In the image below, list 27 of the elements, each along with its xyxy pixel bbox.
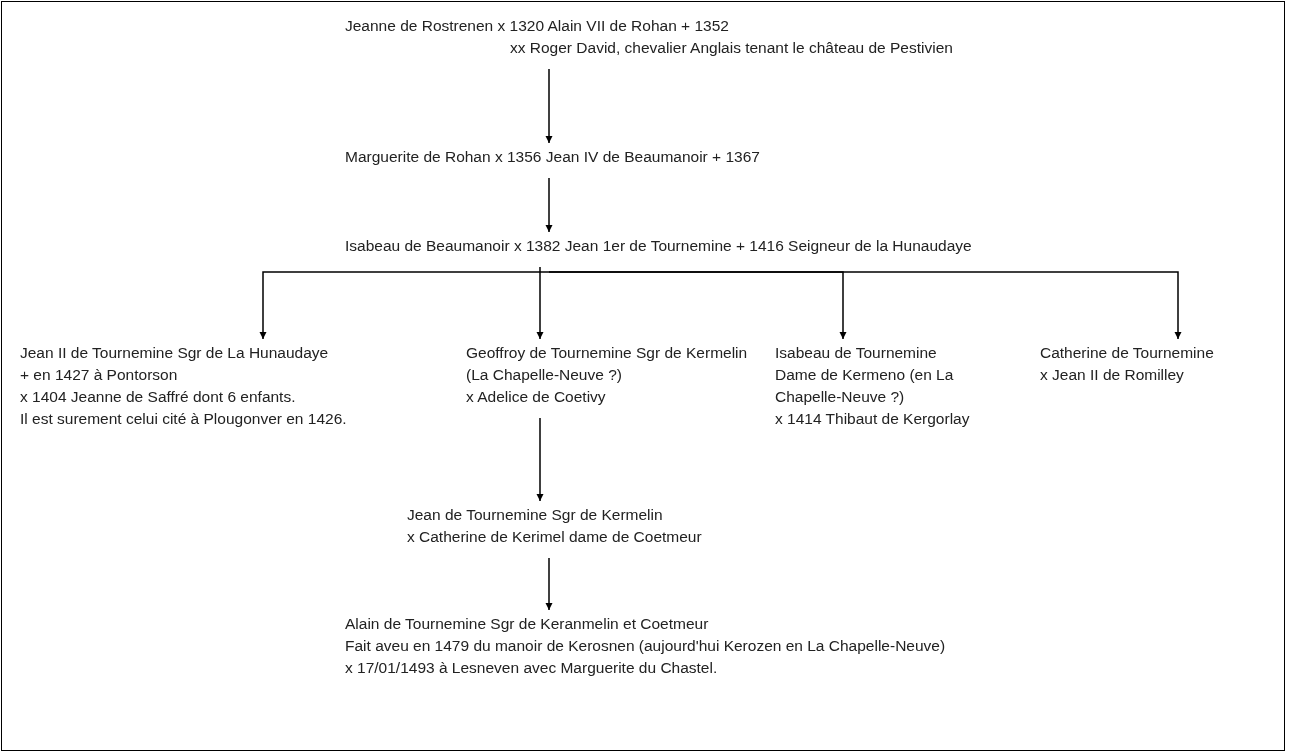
arrow [536,266,544,340]
genealogy-entry: x 1414 Thibaut de Kergorlay [775,409,971,429]
genealogy-entry: x Jean II de Romilley [1040,365,1185,385]
arrow [545,557,553,611]
genealogy-entry: Isabeau de Beaumanoir x 1382 Jean 1er de Tournemine + 1416 Seigneur de la Hunaudaye [345,236,972,256]
genealogy-entry: Catherine de Tournemine [1040,343,1214,363]
genealogy-entry: Dame de Kermeno (en La Chapelle-Neuve ?) [775,365,955,407]
genealogy-entry: Jean II de Tournemine Sgr de La Hunaudaye [20,343,330,363]
arrow [545,177,553,233]
genealogy-entry: Isabeau de Tournemine [775,343,938,363]
genealogy-entry: x 17/01/1493 à Lesneven avec Marguerite du Chastel. [345,658,719,678]
genealogy-entry: x 1404 Jeanne de Saffré dont 6 enfants. [20,387,297,407]
genealogy-entry: Il est surement celui cité à Plougonver en 1426. [20,409,347,429]
genealogy-entry: Jean de Tournemine Sgr de Kermelin [407,505,664,525]
arrow [259,271,550,340]
genealogy-entry: Geoffroy de Tournemine Sgr de Kermelin (La Chapelle-Neuve ?) [466,343,749,385]
arrow [545,68,553,144]
genealogy-entry: Fait aveu en 1479 du manoir de Kerosnen (aujourd'hui Kerozen en La Chapelle-Neuve) [345,636,946,656]
genealogy-entry: Alain de Tournemine Sgr de Keranmelin et Coetmeur [345,614,710,634]
arrow [548,271,1182,340]
arrow [536,417,544,502]
genealogy-entry: x Catherine de Kerimel dame de Coetmeur [407,527,702,547]
genealogy-entry: + en 1427 à Pontorson [20,365,179,385]
genealogy-entry: Jeanne de Rostrenen x 1320 Alain VII de Rohan + 1352 [345,16,730,36]
genealogy-entry: x Adelice de Coetivy [466,387,607,407]
genealogy-entry: Marguerite de Rohan x 1356 Jean IV de Beaumanoir + 1367 [345,147,760,167]
genealogy-entry: xx Roger David, chevalier Anglais tenant le château de Pestivien [509,38,953,58]
